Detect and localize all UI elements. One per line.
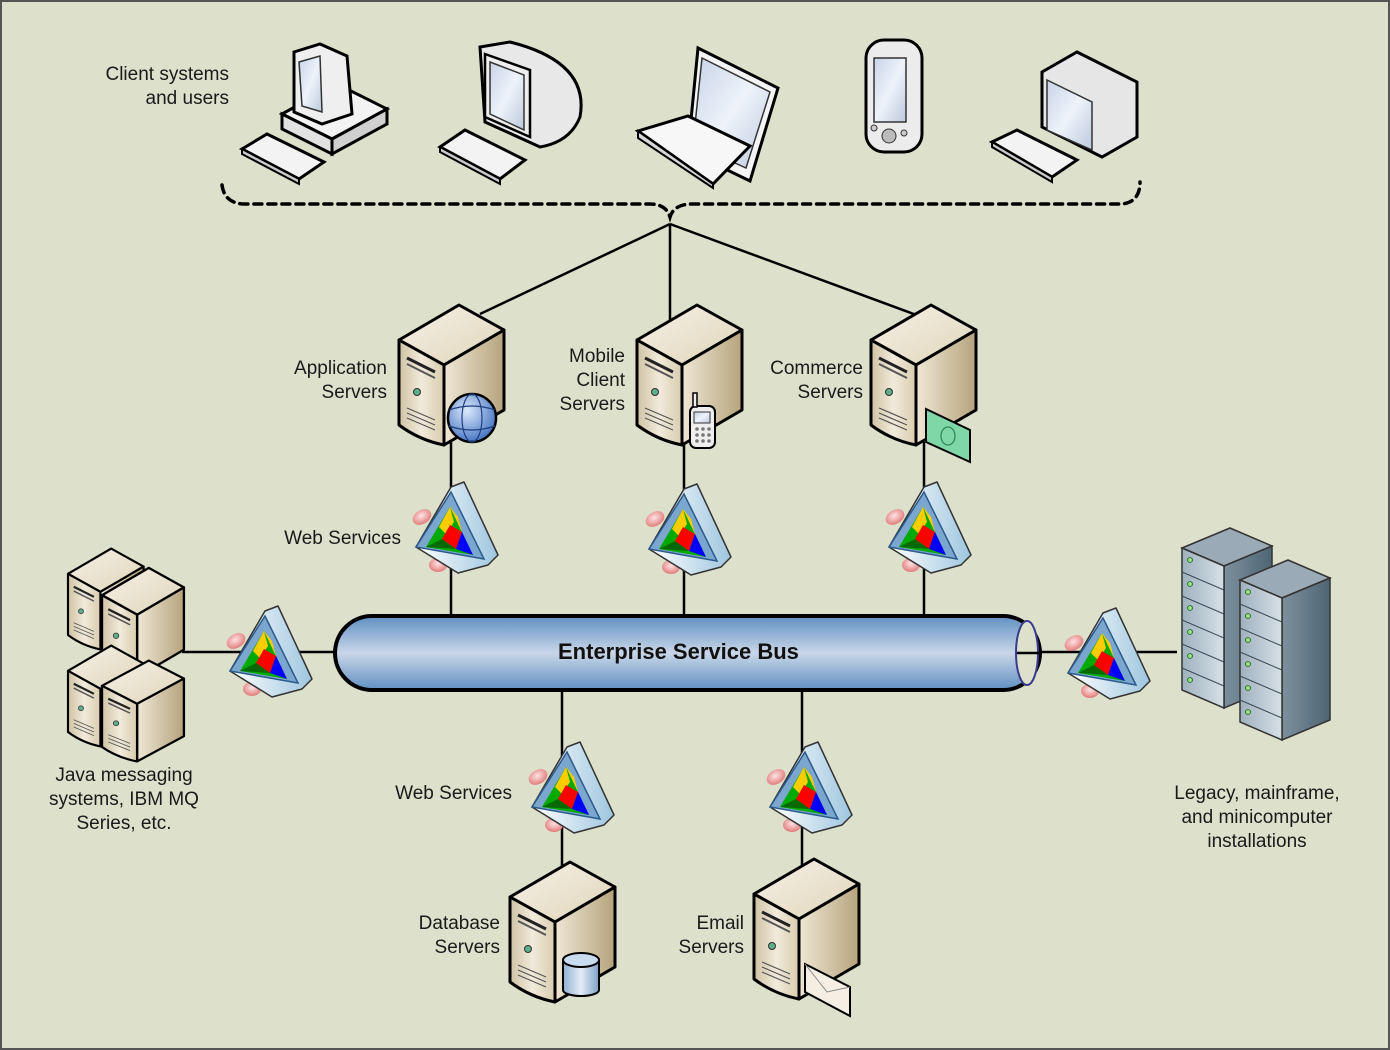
- commerce-servers-label: Commerce Servers: [770, 358, 863, 403]
- web-services-label-bottom: Web Services: [395, 783, 512, 804]
- web-services-adapter-email: [763, 741, 853, 834]
- database-server: [508, 860, 617, 1004]
- pda-icon: [864, 38, 924, 154]
- web-services-adapter-commerce: [882, 481, 972, 574]
- workstation-icon: [988, 50, 1139, 184]
- bus-label: Enterprise Service Bus: [558, 639, 799, 664]
- email-servers-label: Email Servers: [678, 913, 744, 958]
- desktop-pc-icon: [238, 42, 391, 186]
- java-messaging-label: Java messaging systems, IBM MQ Series, e…: [49, 765, 199, 834]
- crt-monitor-icon: [437, 40, 583, 186]
- email-server: [752, 857, 861, 1018]
- java-messaging-servers: [66, 547, 186, 763]
- application-servers-label: Application Servers: [294, 358, 387, 403]
- mobile-client-server: [635, 303, 744, 449]
- database-cylinder-icon: [562, 952, 600, 997]
- laptop-icon: [634, 45, 780, 190]
- mobile-client-servers-label: Mobile Client Servers: [559, 346, 625, 415]
- clients-label: Client systems and users: [105, 64, 229, 109]
- cell-phone-icon: [689, 392, 716, 449]
- web-services-label-top: Web Services: [284, 528, 401, 549]
- web-services-adapter-mobile: [642, 483, 732, 576]
- web-services-adapter-database: [525, 741, 615, 834]
- globe-icon: [446, 392, 498, 444]
- commerce-server: [869, 303, 978, 464]
- web-services-adapter-app: [409, 481, 499, 574]
- legacy-rack-servers: [1180, 527, 1332, 742]
- enterprise-service-bus: [333, 614, 1042, 692]
- database-servers-label: Database Servers: [418, 913, 500, 958]
- application-server: [397, 303, 506, 447]
- envelope-icon: [804, 962, 851, 1018]
- client-group-brace: [220, 180, 1142, 223]
- web-services-adapter-legacy: [1061, 607, 1151, 700]
- legacy-label: Legacy, mainframe, and minicomputer inst…: [1174, 783, 1340, 852]
- banknote-icon: [925, 407, 971, 464]
